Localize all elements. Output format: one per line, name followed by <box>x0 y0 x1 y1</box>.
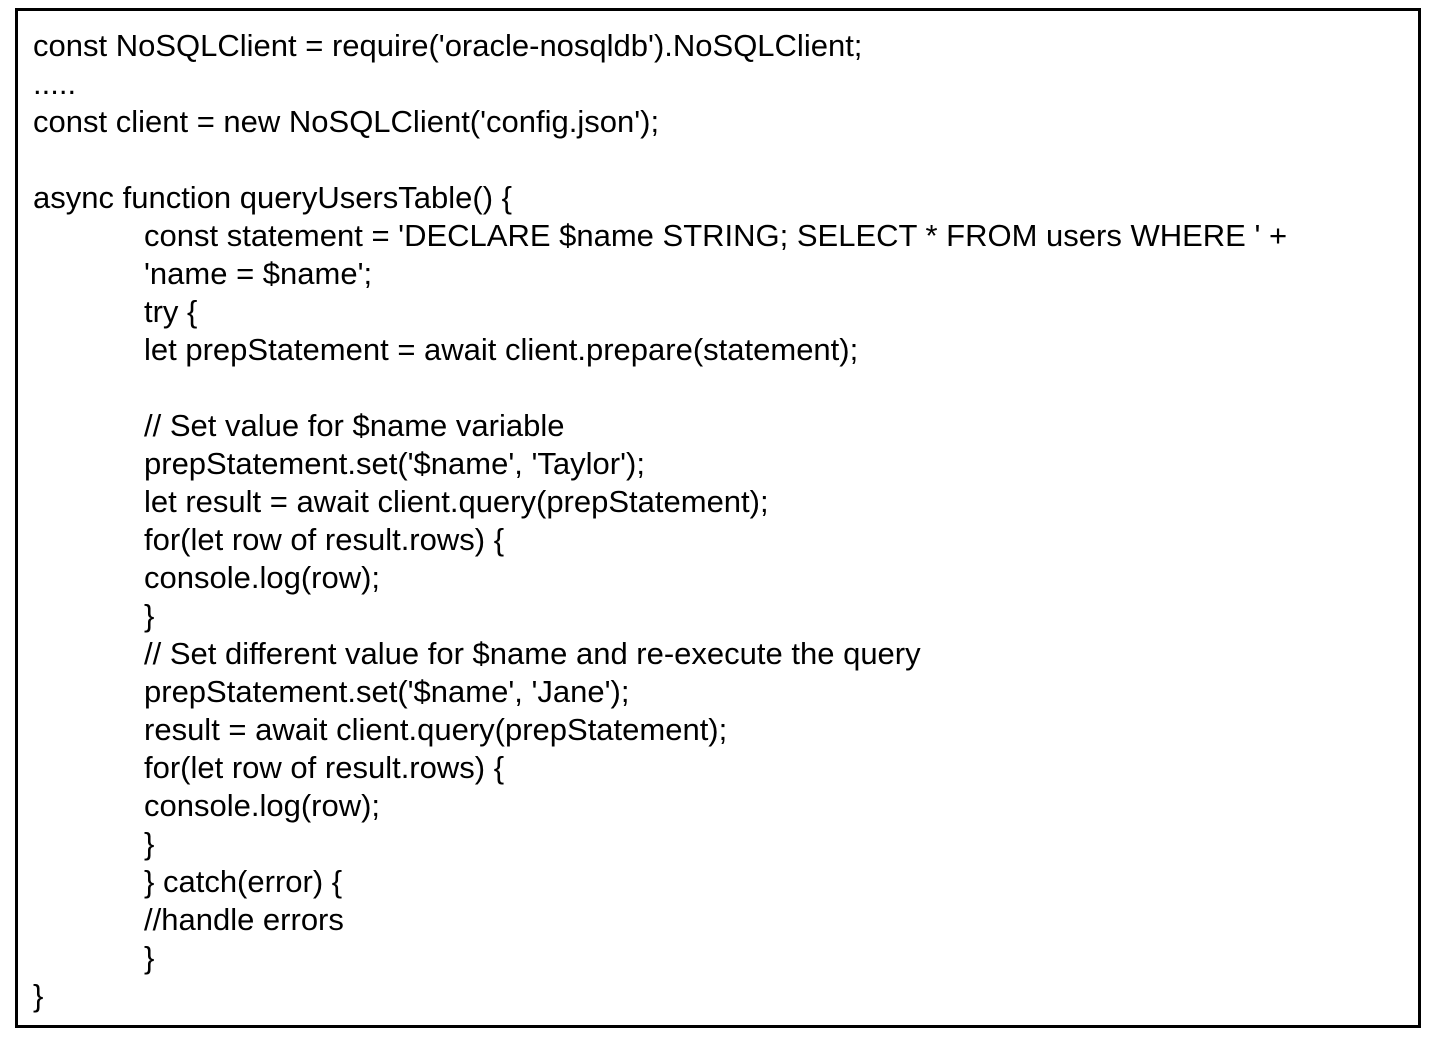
code-line: ..... <box>33 66 77 101</box>
code-comment-line: // Set value for $name variable <box>33 408 565 443</box>
code-line: try { <box>33 294 198 329</box>
code-line: prepStatement.set('$name', 'Jane'); <box>33 674 630 709</box>
code-line: const NoSQLClient = require('oracle-nosq… <box>33 28 863 63</box>
code-line: } <box>33 598 155 633</box>
code-line: prepStatement.set('$name', 'Taylor'); <box>33 446 645 481</box>
code-line: } <box>33 940 155 975</box>
code-line: } <box>33 978 44 1013</box>
code-comment-line: //handle errors <box>33 902 344 937</box>
code-line: result = await client.query(prepStatemen… <box>33 712 728 747</box>
code-listing: const NoSQLClient = require('oracle-nosq… <box>33 27 1410 1015</box>
code-line: for(let row of result.rows) { <box>33 750 505 785</box>
code-line-blank <box>33 369 1410 407</box>
code-line: } <box>33 826 155 861</box>
code-line: } catch(error) { <box>33 864 343 899</box>
code-line: const statement = 'DECLARE $name STRING;… <box>33 218 1288 253</box>
code-line: console.log(row); <box>33 788 381 823</box>
code-line: const client = new NoSQLClient('config.j… <box>33 104 660 139</box>
code-line: let prepStatement = await client.prepare… <box>33 332 859 367</box>
code-line: let result = await client.query(prepStat… <box>33 484 769 519</box>
code-line: console.log(row); <box>33 560 381 595</box>
code-box: const NoSQLClient = require('oracle-nosq… <box>15 8 1421 1028</box>
code-line: 'name = $name'; <box>33 256 373 291</box>
code-line: async function queryUsersTable() { <box>33 180 513 215</box>
code-line-blank <box>33 141 1410 179</box>
code-comment-line: // Set different value for $name and re-… <box>33 636 921 671</box>
code-line: for(let row of result.rows) { <box>33 522 505 557</box>
